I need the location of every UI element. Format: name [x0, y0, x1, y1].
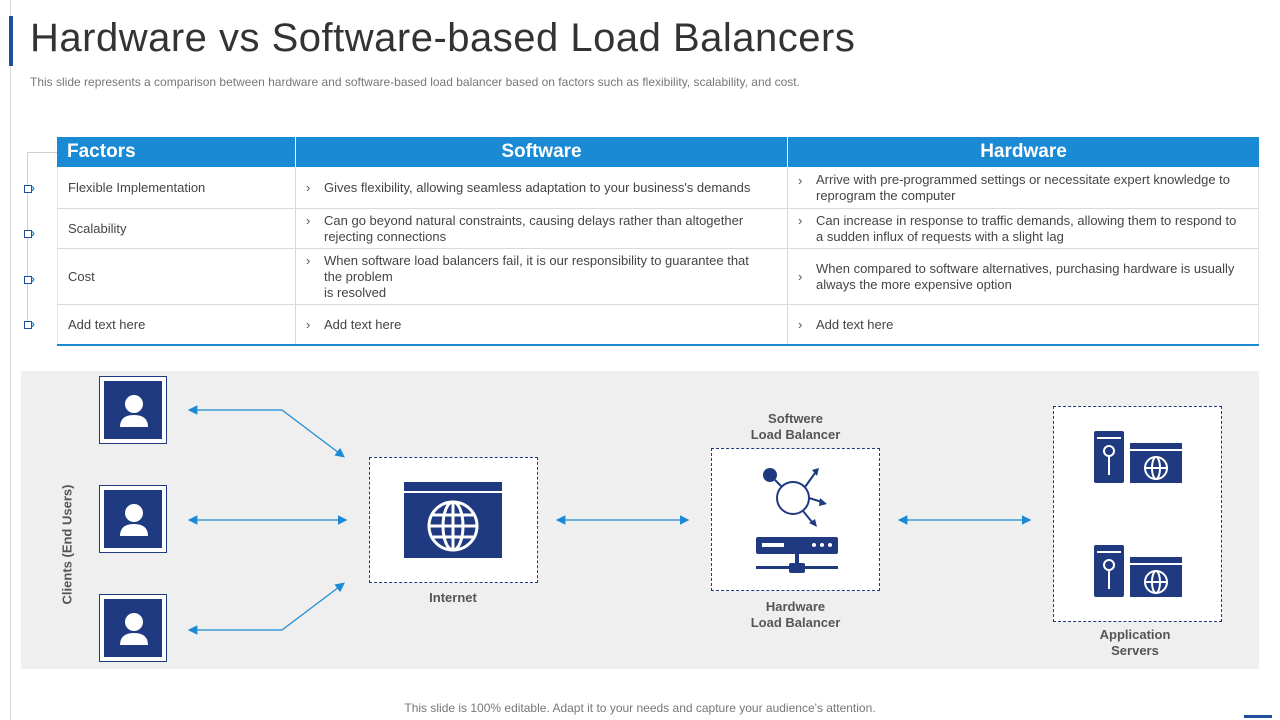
- user-icon: [120, 395, 148, 427]
- arrow-client3-internet: [187, 582, 345, 635]
- load-balancer-box: [711, 448, 880, 591]
- client-user-1: [99, 376, 167, 444]
- table-row: Cost › When software load balancers fail,…: [57, 249, 1259, 305]
- factor-cell: Scalability: [57, 209, 296, 248]
- software-text: When software load balancers fail, it is…: [324, 252, 749, 300]
- title-accent-bar: [9, 16, 13, 66]
- slide-subtitle: This slide represents a comparison betwe…: [30, 75, 800, 89]
- factor-cell: Cost: [57, 249, 296, 304]
- software-cell: › Can go beyond natural constraints, caus…: [296, 209, 788, 248]
- software-cell: › Gives flexibility, allowing seamless ad…: [296, 167, 788, 208]
- bullet-icon: ›: [798, 173, 803, 188]
- client-user-2: [99, 485, 167, 553]
- application-servers-box: [1053, 406, 1222, 622]
- software-cell: › When software load balancers fail, it i…: [296, 249, 788, 304]
- software-lb-label: Softwere Load Balancer: [750, 411, 841, 442]
- comparison-table-header: Factors Software Hardware: [57, 137, 1259, 167]
- hardware-lb-label: Hardware Load Balancer: [750, 599, 841, 630]
- bullet-icon: ›: [306, 180, 311, 195]
- globe-browser-icon: [404, 482, 502, 558]
- internet-box: [369, 457, 538, 583]
- internet-label: Internet: [429, 590, 477, 605]
- row-marker-icon: ›: [24, 181, 40, 195]
- table-row: Flexible Implementation › Gives flexibili…: [57, 167, 1259, 209]
- hardware-cell: › Add text here: [788, 305, 1259, 344]
- hardware-text: When compared to software alternatives, …: [816, 260, 1235, 292]
- corner-accent-bar: [1244, 715, 1272, 718]
- bullet-icon: ›: [798, 213, 803, 228]
- software-text: Can go beyond natural constraints, causi…: [324, 212, 744, 244]
- table-row: Add text here › Add text here › Add text h…: [57, 305, 1259, 346]
- hardware-text: Add text here: [816, 316, 894, 332]
- row-marker-icon: ›: [24, 226, 40, 240]
- bullet-icon: ›: [306, 213, 311, 228]
- hardware-cell: › Arrive with pre-programmed settings or …: [788, 167, 1259, 208]
- row-marker-icon: ›: [24, 317, 40, 331]
- server-web-icon: [1094, 431, 1182, 483]
- user-icon: [120, 504, 148, 536]
- marker-connector-top: [27, 152, 57, 153]
- factor-cell: Flexible Implementation: [57, 167, 296, 208]
- server-web-icon: [1094, 545, 1182, 597]
- factor-cell: Add text here: [57, 305, 296, 344]
- hardware-text: Can increase in response to traffic dema…: [816, 212, 1237, 244]
- bullet-icon: ›: [798, 317, 803, 332]
- marker-connector-line: [27, 152, 28, 325]
- bullet-icon: ›: [798, 269, 803, 284]
- bullet-icon: ›: [306, 253, 311, 268]
- hardware-cell: › When compared to software alternatives,…: [788, 249, 1259, 304]
- software-cell: › Add text here: [296, 305, 788, 344]
- user-icon: [120, 613, 148, 645]
- header-software: Software: [296, 137, 788, 167]
- left-rule: [10, 0, 11, 720]
- application-servers-label: Application Servers: [1099, 627, 1171, 658]
- slide-title: Hardware vs Software-based Load Balancer…: [30, 16, 856, 60]
- software-text: Gives flexibility, allowing seamless ada…: [324, 179, 751, 195]
- bullet-icon: ›: [306, 317, 311, 332]
- software-text: Add text here: [324, 316, 402, 332]
- header-hardware: Hardware: [980, 141, 1067, 162]
- hardware-cell: › Can increase in response to traffic dem…: [788, 209, 1259, 248]
- header-factors: Factors: [57, 137, 296, 167]
- row-marker-icon: ›: [24, 272, 40, 286]
- client-user-3: [99, 594, 167, 662]
- slide-footer: This slide is 100% editable. Adapt it to…: [404, 701, 876, 715]
- hardware-text: Arrive with pre-programmed settings or n…: [816, 171, 1231, 203]
- table-row: Scalability › Can go beyond natural const…: [57, 209, 1259, 249]
- arrow-client1-internet: [187, 405, 345, 458]
- load-balancer-icon: [756, 468, 838, 573]
